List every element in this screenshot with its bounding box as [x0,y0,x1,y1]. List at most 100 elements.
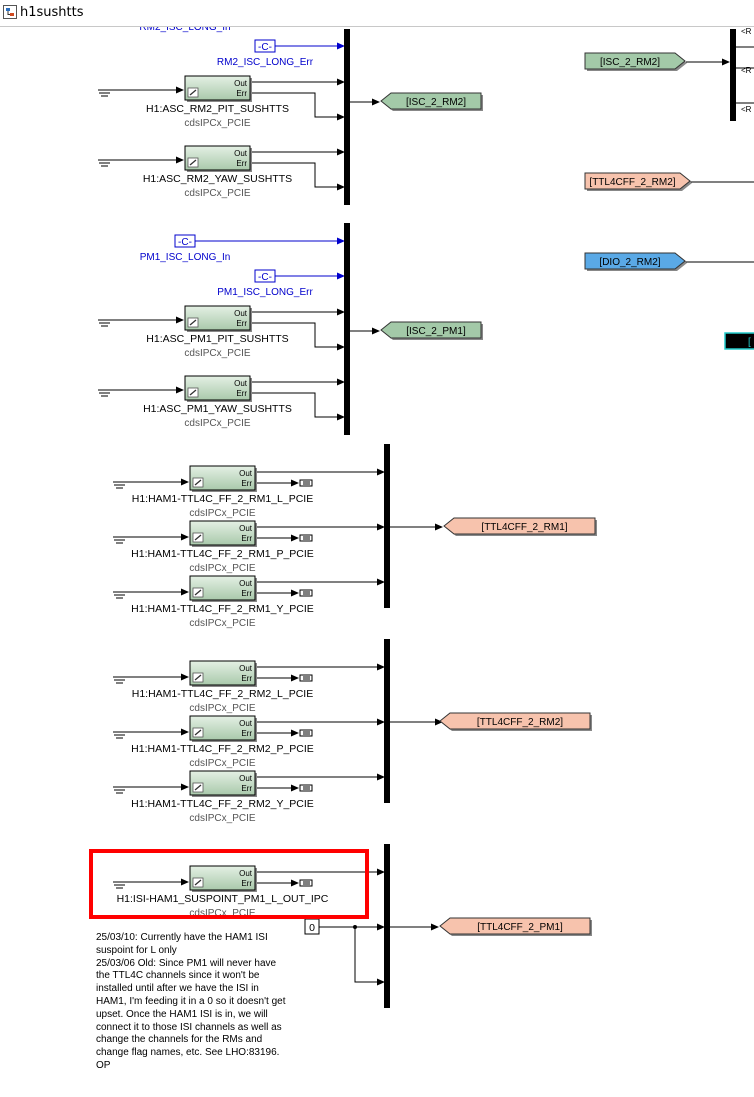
note-line-1: 25/03/10: Currently have the HAM1 ISI su… [96,932,271,956]
constant-label-partial: RM2_ISC_LONG_In [139,27,230,33]
ipc-block[interactable]: OutErrH1:ISI-HAM1_SUSPOINT_PM1_L_OUT_IPC… [117,865,329,919]
link-icon-chain [189,389,197,396]
terminator-icon [299,534,313,542]
ipc-block-type: cdsIPCx_PCIE [189,813,255,824]
ground-icon [98,389,112,397]
black-block-body[interactable] [724,332,754,350]
constant-block[interactable]: -C-RM2_ISC_LONG_Err [217,39,314,68]
ipc-block[interactable]: OutErrH1:HAM1-TTL4C_FF_2_RM1_L_PCIEcdsIP… [132,465,313,519]
err-port-label: Err [236,389,247,398]
err-port-label: Err [241,784,252,793]
link-icon [187,317,199,328]
ipc-block[interactable]: OutErrH1:HAM1-TTL4C_FF_2_RM2_L_PCIEcdsIP… [132,660,313,714]
goto-tag-label: [TTL4CFF_2_RM1] [481,522,567,533]
ground-icon [113,731,127,739]
ipc-block-type: cdsIPCx_PCIE [184,188,250,199]
link-icon-chain [194,479,202,486]
signal-line[interactable] [250,392,345,421]
note-line-2: 25/03/06 Old: Since PM1 will never have … [96,957,289,1071]
ground-icon [98,89,112,97]
ipc-block-name: H1:ASC_RM2_YAW_SUSHTTS [143,173,292,185]
mux-bar[interactable] [384,844,390,1008]
constant-value: 0 [309,922,315,934]
from-tag-shape[interactable] [584,252,686,270]
from-tag-shape[interactable] [584,172,691,190]
annotation-note: 25/03/10: Currently have the HAM1 ISI su… [96,932,292,1073]
signal-line[interactable] [250,92,345,121]
from-tag-isc-2-rm2[interactable]: [ISC_2_RM2] [584,52,687,71]
goto-tag-isc-2-rm2[interactable]: [ISC_2_RM2] [380,92,483,111]
out-port-label: Out [239,469,253,478]
constant-block[interactable]: -C-PM1_ISC_LONG_In [140,234,231,263]
from-tag-label: [DIO_2_RM2] [599,257,660,268]
constant-symbol: -C- [258,272,272,283]
from-tag-shape[interactable] [584,52,686,70]
goto-tag-ttl4cff-2-pm1[interactable]: [TTL4CFF_2_PM1] [439,917,592,936]
constant-block[interactable]: -C-PM1_ISC_LONG_Err [217,269,313,298]
mux-bar[interactable] [384,639,390,803]
link-icon-chain [189,89,197,96]
mux-bar[interactable] [344,223,350,435]
constant-box[interactable] [174,234,196,248]
terminator-icon [299,784,313,792]
signal-line[interactable] [250,162,345,191]
ipc-block[interactable]: OutErrH1:HAM1-TTL4C_FF_2_RM2_Y_PCIEcdsIP… [131,770,314,824]
goto-tag-label: [ISC_2_RM2] [406,97,466,108]
terminator-box [299,784,313,792]
port-label-partial: <R [741,66,752,75]
goto-tag-ttl4cff-2-rm1[interactable]: [TTL4CFF_2_RM1] [443,517,597,536]
err-port-label: Err [236,159,247,168]
err-port-label: Err [236,89,247,98]
ground-icon [113,786,127,794]
ipc-block[interactable]: OutErrH1:HAM1-TTL4C_FF_2_RM1_Y_PCIEcdsIP… [131,575,314,629]
goto-tag-label: [ISC_2_PM1] [406,326,466,337]
terminator-box [299,729,313,737]
from-tag-dio-2-rm2[interactable]: [DIO_2_RM2] [584,252,687,271]
ipc-block[interactable]: OutErrH1:HAM1-TTL4C_FF_2_RM2_P_PCIEcdsIP… [131,715,314,769]
goto-tag-isc-2-pm1[interactable]: [ISC_2_PM1] [380,321,483,340]
link-icon-chain [194,879,202,886]
constant-label: RM2_ISC_LONG_Err [217,57,314,68]
mux-bar[interactable] [730,29,736,121]
err-port-label: Err [241,879,252,888]
err-port-label: Err [241,589,252,598]
signal-line[interactable] [250,322,345,351]
port-label-partial: <R [741,105,752,114]
terminator-box [299,879,313,887]
ipc-block[interactable]: OutErrH1:HAM1-TTL4C_FF_2_RM1_P_PCIEcdsIP… [131,520,314,574]
constant-box[interactable] [254,269,276,283]
constant-zero-block[interactable]: 0 [304,918,320,935]
goto-tag-shape[interactable] [439,917,591,935]
out-port-label: Out [239,869,253,878]
out-port-label: Out [239,774,253,783]
link-icon-chain [194,674,202,681]
ipc-block-type: cdsIPCx_PCIE [189,618,255,629]
constant-box[interactable] [254,39,276,53]
goto-tag-shape[interactable] [443,517,596,535]
constant-label: PM1_ISC_LONG_In [140,252,231,263]
black-block-partial[interactable]: [ [724,332,754,350]
mux-bar[interactable] [384,444,390,608]
mux-bar[interactable] [344,29,350,205]
link-icon [187,87,199,98]
err-port-label: Err [241,534,252,543]
ground-icon [113,481,127,489]
terminator-box [299,479,313,487]
goto-tag-ttl4cff-2-rm2[interactable]: [TTL4CFF_2_RM2] [439,712,592,731]
ipc-block-type: cdsIPCx_PCIE [189,703,255,714]
signal-line[interactable] [354,927,385,986]
terminator-box [299,674,313,682]
simulink-diagram-canvas[interactable]: RM2_ISC_LONG_In-C-RM2_ISC_LONG_ErrOutErr… [0,27,754,1097]
goto-tag-shape[interactable] [380,321,482,339]
simulink-model-icon [3,5,17,19]
goto-tag-shape[interactable] [439,712,591,730]
goto-tag-label: [TTL4CFF_2_RM2] [477,717,563,728]
goto-tag-shape[interactable] [380,92,482,110]
ground-icon [113,591,127,599]
from-tag-ttl4cff-2-rm2[interactable]: [TTL4CFF_2_RM2] [584,172,692,191]
ipc-block-type: cdsIPCx_PCIE [189,508,255,519]
